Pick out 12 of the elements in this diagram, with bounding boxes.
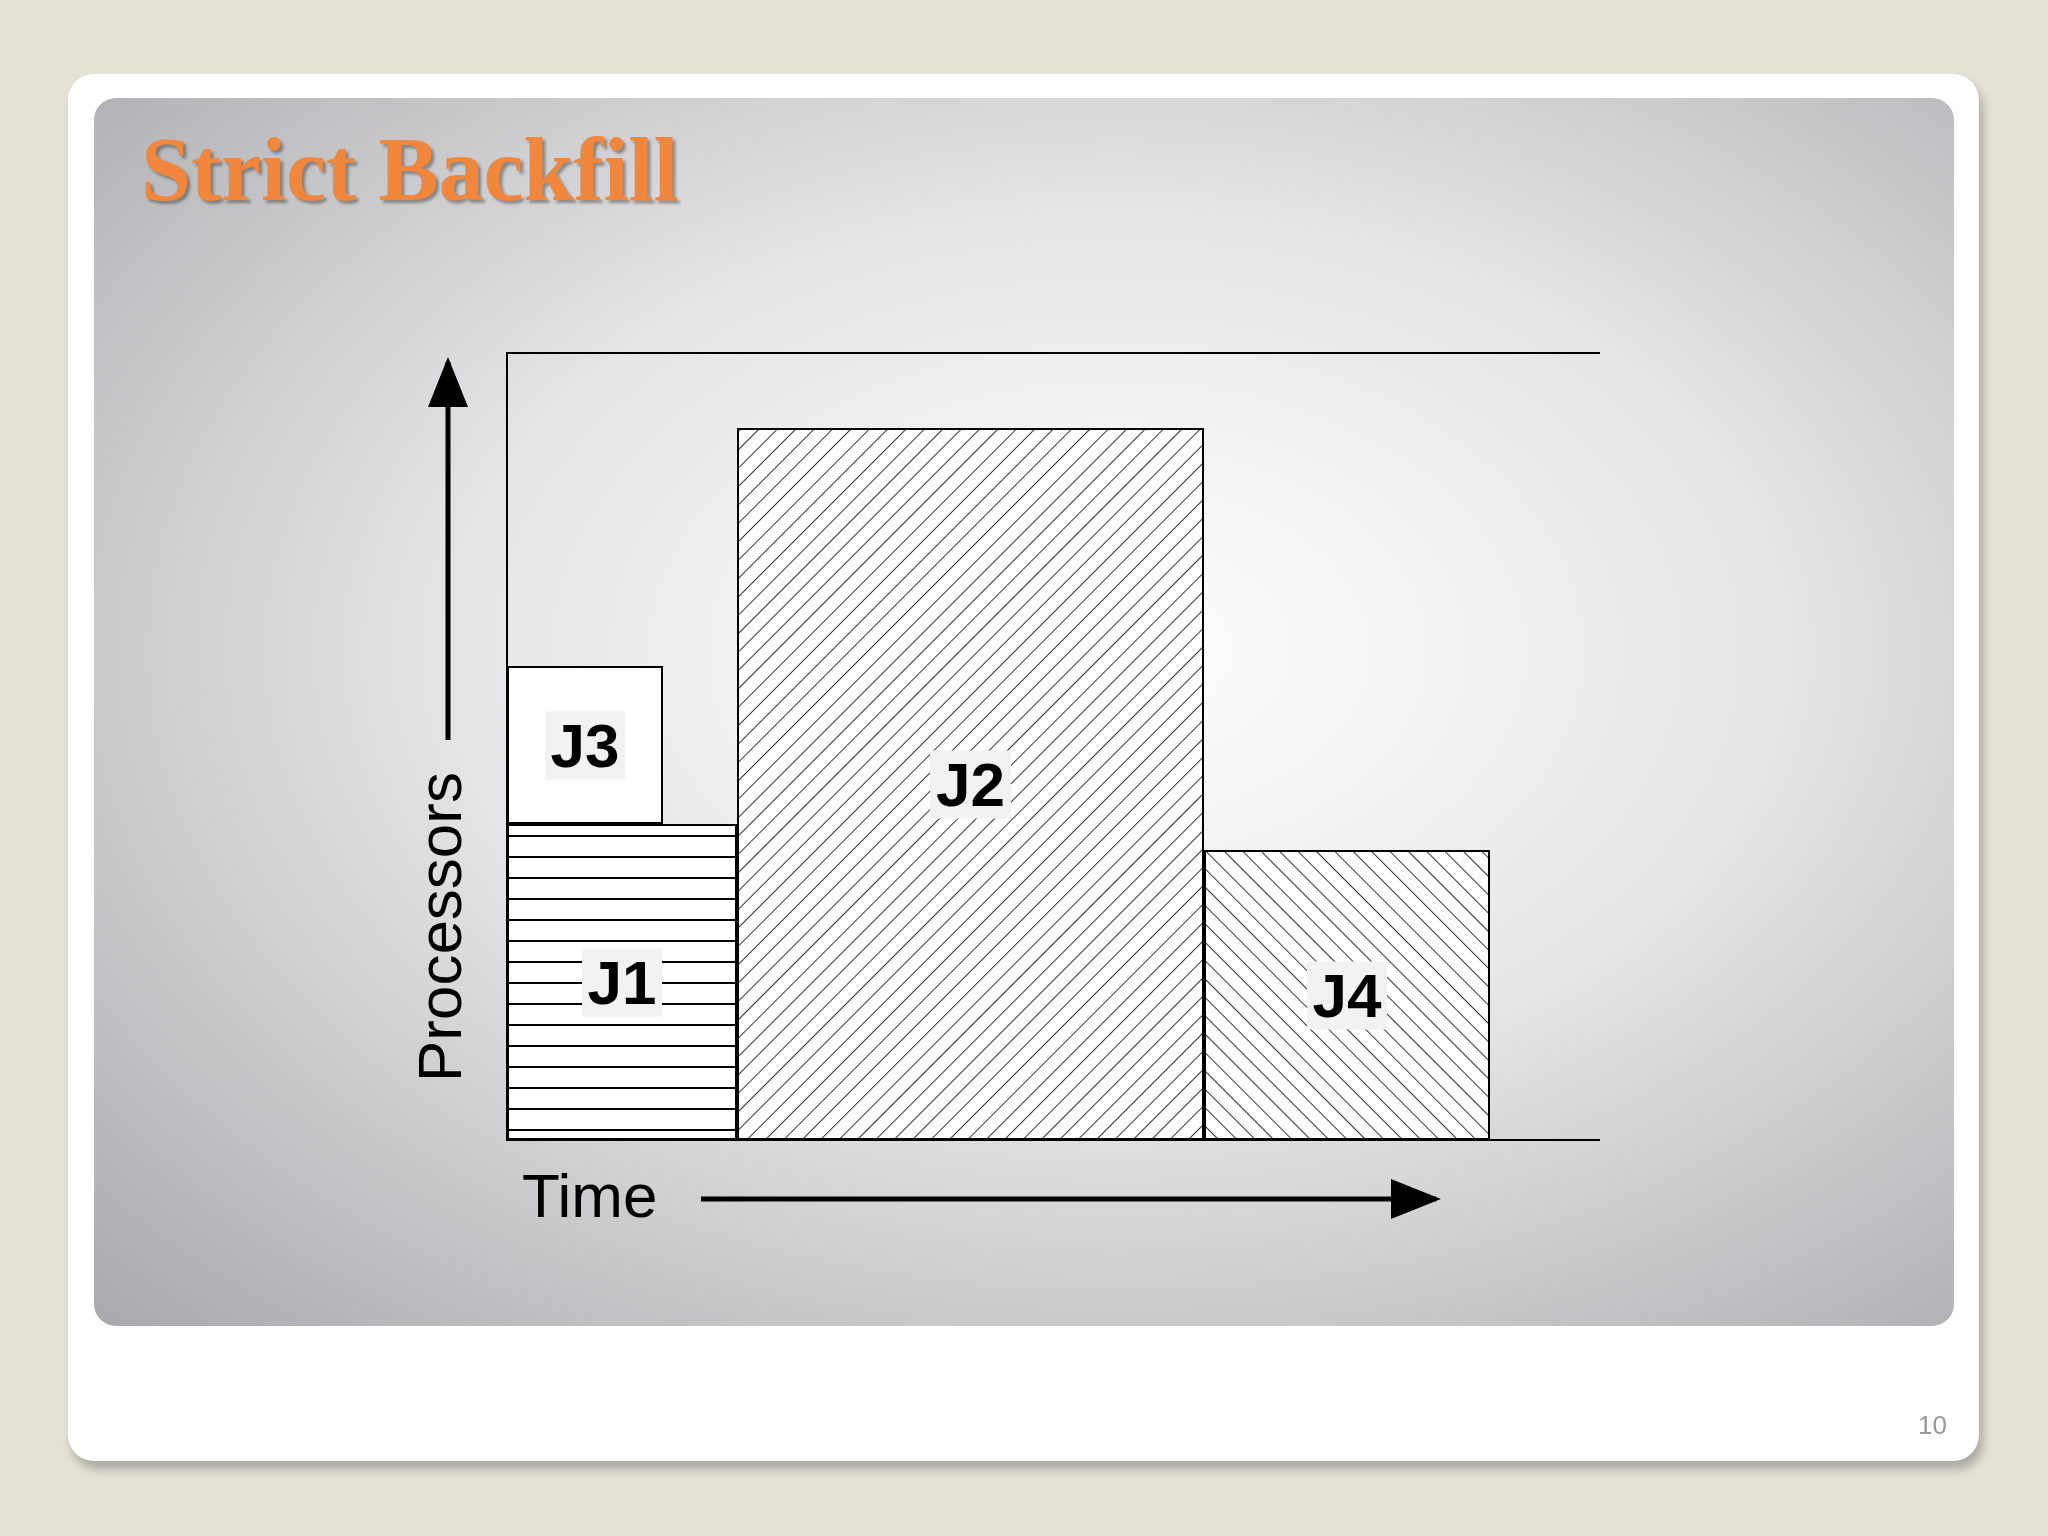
page-number: 10: [1918, 1410, 1947, 1441]
axis-label: Processors: [404, 772, 475, 1083]
job-label: J3: [544, 711, 626, 780]
job-label: J4: [1306, 961, 1388, 1030]
slide-title: Strict Backfill: [141, 119, 679, 221]
job-block: [507, 824, 737, 1140]
axis-label: Time: [522, 1160, 658, 1231]
job-block: [507, 666, 663, 824]
job-block: [1204, 850, 1490, 1140]
job-block: [737, 428, 1204, 1140]
job-label: J2: [930, 750, 1011, 819]
job-label: J1: [581, 948, 663, 1017]
